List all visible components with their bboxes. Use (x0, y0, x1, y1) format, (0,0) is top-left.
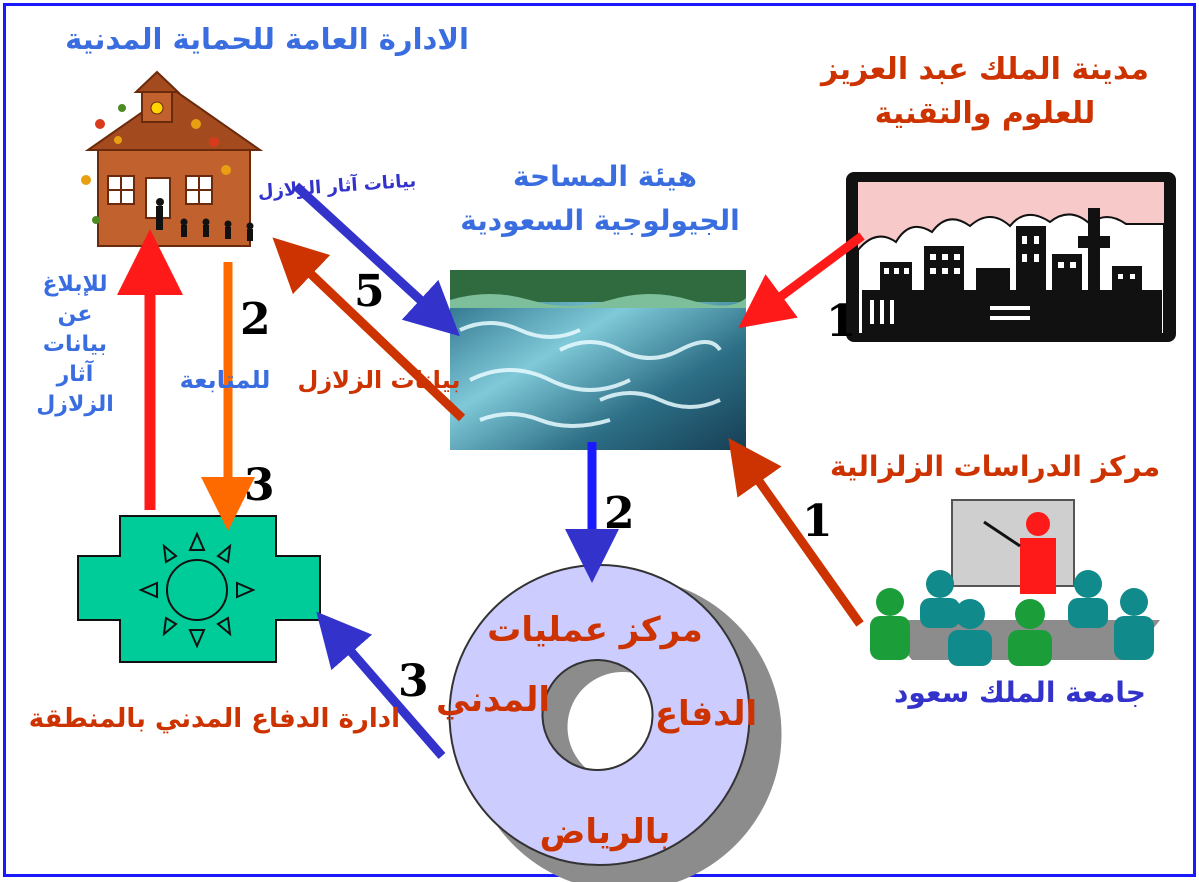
arrow-sgs-to-hq (272, 237, 466, 422)
arrow-seismic-to-sgs (728, 437, 864, 627)
arrow-hq-effects-to-sgs (292, 182, 460, 337)
school-house-icon (81, 70, 264, 247)
label-eq-data: بيانات الزلازل (297, 366, 461, 394)
label-sgs-line2: الجيولوجية السعودية (460, 204, 740, 237)
label-seismic-center: مركز الدراسات الزلزالية (829, 450, 1161, 483)
label-ops-defense: الدفاع (654, 694, 758, 734)
label-ops-line3: بالرياض (539, 812, 671, 852)
step-number-effects: 5 (354, 266, 385, 317)
step-number-hq-to-regional: 3 (244, 460, 275, 511)
arrows (117, 182, 865, 759)
label-ops-line1: مركز عمليات (487, 610, 703, 650)
river-photo (450, 270, 746, 450)
label-followup: للمتابعة (179, 366, 271, 394)
step-number-hq-down: 2 (240, 294, 271, 345)
city-skyline-icon (846, 172, 1176, 342)
operations-donut-shape (448, 564, 782, 882)
step-number-sgs-to-ops: 2 (604, 488, 635, 539)
label-civil-defense-hq: الادارة العامة للحماية المدنية (65, 22, 469, 56)
step-number-ops-to-regional: 3 (398, 656, 429, 707)
label-report-5: الزلازل (36, 392, 114, 417)
step-number-kacst: 1 (826, 296, 857, 347)
meeting-presentation-icon (870, 499, 1160, 666)
label-kacst-line1: مدينة الملك عبد العزيز (821, 52, 1149, 87)
label-ops-civil: المدني (435, 680, 551, 720)
arrow-ops-to-regional (316, 611, 446, 759)
step-number-seismic: 1 (802, 496, 833, 547)
label-kacst-line2: للعلوم والتقنية (874, 96, 1096, 131)
label-report-1: للإبلاغ (42, 272, 108, 297)
arrow-kacst-to-sgs (738, 232, 865, 329)
sun-cross-icon (77, 515, 321, 663)
label-report-3: بيانات (42, 332, 108, 357)
label-report-4: آثار (56, 362, 94, 387)
label-sgs-line1: هيئة المساحة (512, 160, 698, 193)
label-regional-admin: ادارة الدفاع المدني بالمنطقة (28, 704, 400, 734)
label-ksu: جامعة الملك سعود (894, 676, 1146, 709)
label-report-2: عن (57, 302, 93, 327)
